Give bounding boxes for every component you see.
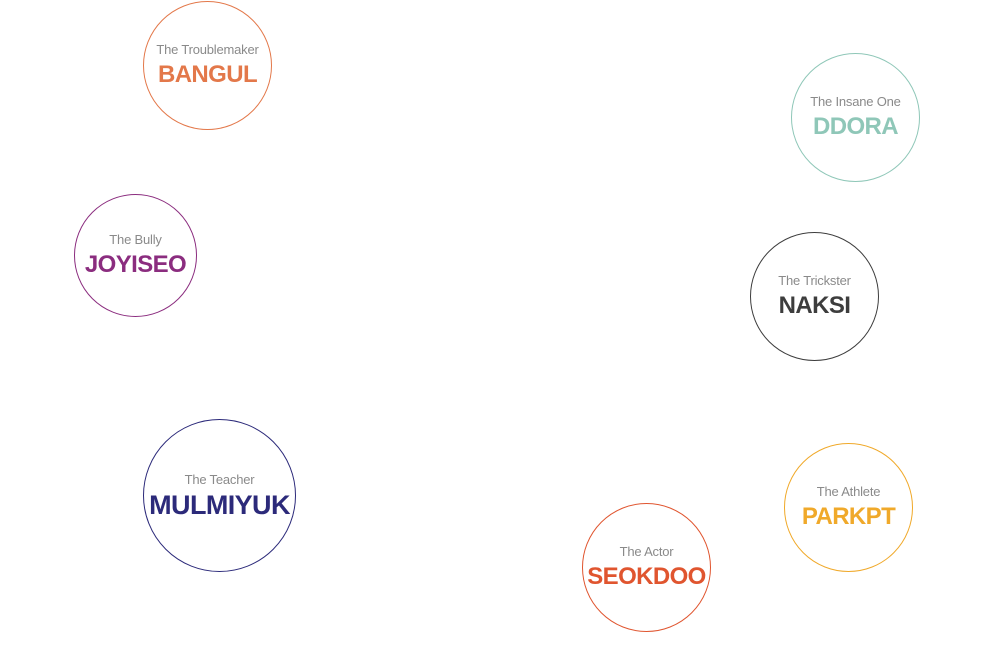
character-circle-mulmiyuk[interactable]: The Teacher MULMIYUK <box>143 419 296 572</box>
character-role: The Bully <box>109 231 162 247</box>
character-name: SEOKDOO <box>587 562 706 590</box>
character-role: The Actor <box>619 543 674 559</box>
character-name: JOYISEO <box>84 250 187 278</box>
character-role: The Athlete <box>816 483 881 499</box>
character-role: The Insane One <box>810 93 901 109</box>
character-name: MULMIYUK <box>149 489 290 520</box>
character-role: The Teacher <box>184 471 255 487</box>
character-circle-bangul[interactable]: The Troublemaker BANGUL <box>143 1 272 130</box>
character-name: BANGUL <box>157 60 258 88</box>
character-name: DDORA <box>813 112 899 140</box>
character-circle-ddora[interactable]: The Insane One DDORA <box>791 53 920 182</box>
character-circle-parkpt[interactable]: The Athlete PARKPT <box>784 443 913 572</box>
character-circle-seokdoo[interactable]: The Actor SEOKDOO <box>582 503 711 632</box>
character-role: The Troublemaker <box>156 41 259 57</box>
character-role: The Trickster <box>778 272 851 288</box>
character-circle-joyiseo[interactable]: The Bully JOYISEO <box>74 194 197 317</box>
character-name: NAKSI <box>778 291 851 319</box>
character-name: PARKPT <box>801 502 896 530</box>
character-circle-naksi[interactable]: The Trickster NAKSI <box>750 232 879 361</box>
